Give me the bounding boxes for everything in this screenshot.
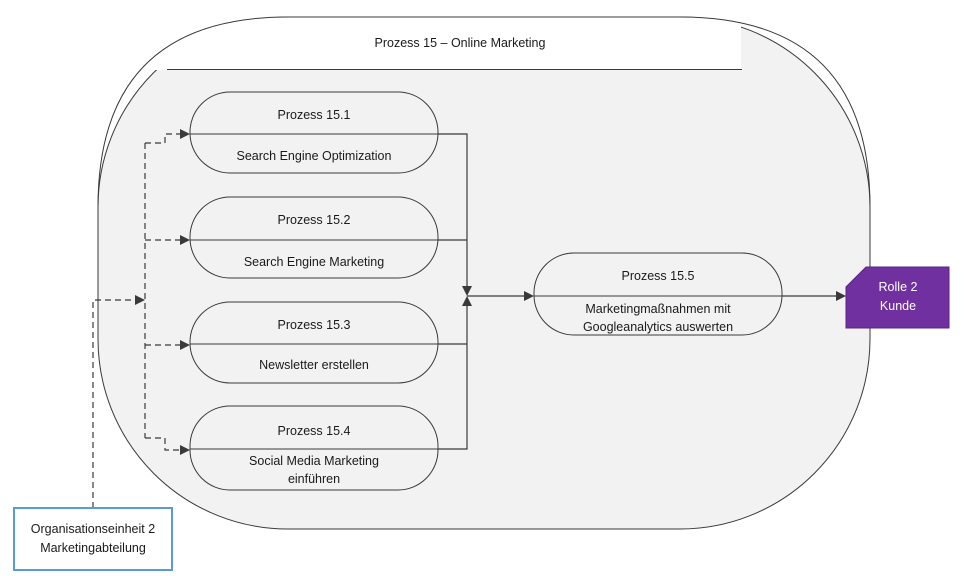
merge-connectors [438,133,524,450]
merge-arrowheads [462,286,534,306]
role-label-line2: Kunde [880,299,916,313]
process-15-1[interactable]: Prozess 15.1 Search Engine Optimization [189,91,439,174]
process-15-3-label: Newsletter erstellen [259,358,369,372]
process-15-5-id: Prozess 15.5 [622,269,695,283]
process-15-2-id: Prozess 15.2 [278,213,351,227]
org-unit-marketing[interactable]: Organisationseinheit 2 Marketingabteilun… [13,507,173,571]
process-15-2[interactable]: Prozess 15.2 Search Engine Marketing [189,196,439,279]
org-unit-label-line1: Organisationseinheit 2 [31,522,155,536]
org-unit-connectors [92,133,180,508]
process-15-4[interactable]: Prozess 15.4 Social Media Marketing einf… [189,405,439,491]
process-15-1-label: Search Engine Optimization [237,149,392,163]
process-15-1-id: Prozess 15.1 [278,108,351,122]
process-15-4-id: Prozess 15.4 [278,424,351,438]
process-15-4-label-line2: einführen [288,472,340,486]
process-15-3[interactable]: Prozess 15.3 Newsletter erstellen [189,301,439,384]
org-unit-label-line2: Marketingabteilung [40,541,146,555]
role-kunde[interactable]: Rolle 2 Kunde [845,266,950,329]
process-15-5-label-line2: Googleanalytics auswerten [583,320,733,334]
org-unit-arrowheads [135,129,190,455]
role-connector [782,291,846,301]
process-15-5-label-line1: Marketingmaßnahmen mit [585,302,731,316]
role-label-line1: Rolle 2 [879,280,918,294]
process-15-2-label: Search Engine Marketing [244,255,384,269]
outer-process-title: Prozess 15 – Online Marketing [375,36,546,50]
process-15-3-id: Prozess 15.3 [278,318,351,332]
process-15-5[interactable]: Prozess 15.5 Marketingmaßnahmen mit Goog… [533,252,783,336]
process-15-4-label-line1: Social Media Marketing [249,454,379,468]
